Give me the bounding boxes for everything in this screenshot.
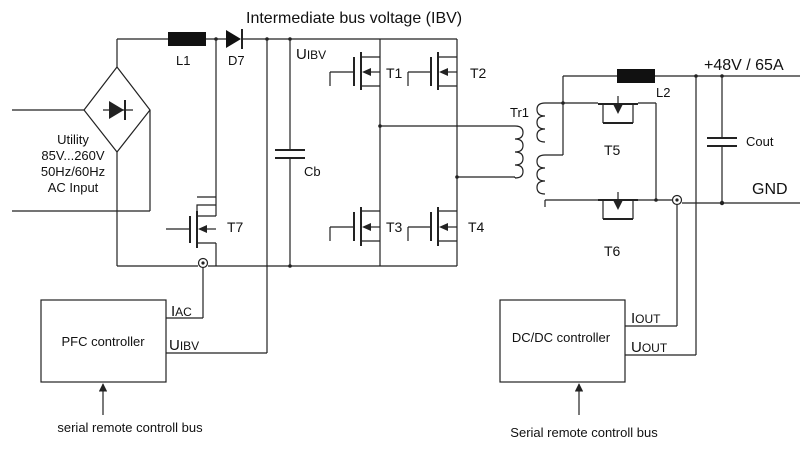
- capacitor-cout: [707, 76, 737, 203]
- current-sense-output: [671, 194, 683, 206]
- label-t4: T4: [468, 219, 485, 235]
- left-bus-label: serial remote controll bus: [57, 420, 203, 435]
- label-uibv-pfc: UIBV: [169, 337, 199, 354]
- label-t2: T2: [470, 65, 487, 81]
- label-iout: IOUT: [631, 310, 661, 327]
- input-line-1: Utility: [57, 132, 89, 147]
- label-tr1: Tr1: [510, 105, 529, 120]
- label-t3: T3: [386, 219, 403, 235]
- inductor-l2: [617, 69, 655, 83]
- label-l2: L2: [656, 85, 670, 100]
- transistor-t3: [329, 207, 381, 266]
- label-t1: T1: [386, 65, 403, 81]
- input-line-3: 50Hz/60Hz: [41, 164, 105, 179]
- transistor-t5: [563, 96, 657, 200]
- ac-input: Utility 85V...260V 50Hz/60Hz AC Input: [12, 109, 150, 212]
- pfc-controller-box: [40, 299, 167, 383]
- transistor-t2: [407, 39, 458, 211]
- label-d7: D7: [228, 53, 245, 68]
- right-bus-label: Serial remote controll bus: [510, 425, 658, 440]
- transistor-t4: [407, 207, 458, 266]
- input-line-4: AC Input: [48, 180, 99, 195]
- input-line-2: 85V...260V: [41, 148, 104, 163]
- label-uout: UOUT: [631, 339, 668, 356]
- label-uibv-top: UIBV: [296, 46, 326, 63]
- diode-d7: [226, 29, 243, 49]
- label-t7: T7: [227, 219, 244, 235]
- label-t6: T6: [604, 243, 621, 259]
- diagram-title: Intermediate bus voltage (IBV): [246, 10, 462, 27]
- transformer-tr1: [514, 102, 546, 195]
- output-voltage-label: +48V / 65A: [704, 57, 784, 74]
- bridge-rectifier: [83, 39, 151, 266]
- transistor-t7: [166, 196, 217, 266]
- label-t5: T5: [604, 142, 621, 158]
- capacitor-cb: [275, 149, 305, 159]
- label-l1: L1: [176, 53, 190, 68]
- label-cout: Cout: [746, 134, 774, 149]
- dcdc-controller-box: [499, 299, 626, 383]
- label-iac: IAC: [171, 303, 192, 320]
- label-cb: Cb: [304, 164, 321, 179]
- inductor-l1: [168, 32, 206, 46]
- current-sense-pfc: [197, 257, 209, 269]
- gnd-label: GND: [752, 181, 788, 198]
- dcdc-controller-label: DC/DC controller: [512, 330, 611, 345]
- transistor-t1: [329, 39, 381, 211]
- transistor-t6: [545, 192, 672, 220]
- pfc-controller-label: PFC controller: [61, 334, 145, 349]
